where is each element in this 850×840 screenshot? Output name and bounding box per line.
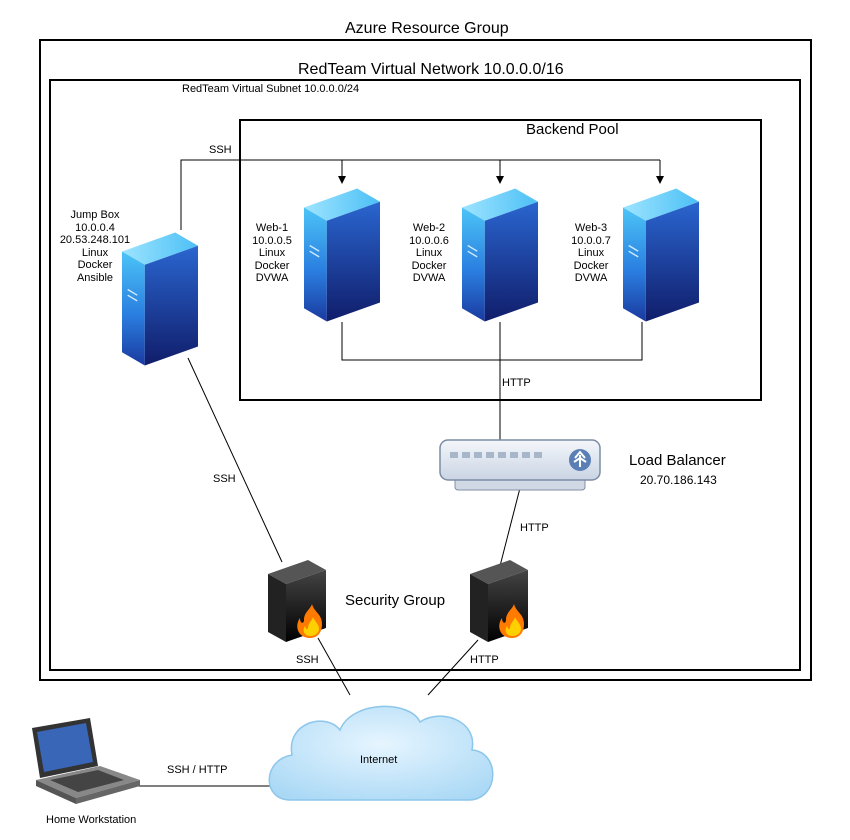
load-balancer-ip: 20.70.186.143 — [640, 473, 717, 487]
arrow-web1 — [338, 176, 346, 184]
security-group-firewall-right-icon — [470, 560, 528, 642]
web3-server-icon — [623, 187, 699, 323]
http-lb-fw-line — [499, 487, 521, 567]
ssh-jump-fw-line — [187, 357, 283, 563]
jump-box-label: Jump Box 10.0.0.4 20.53.248.101 Linux Do… — [59, 209, 131, 284]
resource-group-box — [39, 39, 812, 681]
resource-group-label: Azure Resource Group — [345, 20, 509, 37]
backend-pool-label: Backend Pool — [526, 121, 619, 138]
arrow-web3 — [656, 176, 664, 184]
vnet-box — [49, 79, 801, 671]
internet-label: Internet — [360, 754, 398, 766]
security-group-label: Security Group — [345, 592, 446, 609]
security-group-firewall-left-icon — [268, 560, 326, 642]
web3-label: Web-3 10.0.0.7 Linux Docker DVWA — [571, 222, 611, 284]
ssh-top-label: SSH — [209, 144, 232, 156]
home-workstation-laptop-icon — [32, 718, 140, 804]
web2-server-icon — [462, 187, 538, 323]
http-fw-internet-line — [427, 639, 479, 696]
home-workstation-label: Home Workstation — [46, 814, 137, 826]
ssh-bus-line — [180, 159, 660, 230]
internet-cloud-icon — [268, 705, 494, 801]
load-balancer-icon — [439, 439, 601, 491]
vnet-label: RedTeam Virtual Network 10.0.0.0/16 — [298, 61, 564, 78]
http-pool-lb-label: HTTP — [502, 377, 531, 389]
ssh-fw-internet-line — [317, 637, 351, 696]
web1-server-icon — [304, 187, 380, 323]
web1-label: Web-1 10.0.0.5 Linux Docker DVWA — [252, 222, 292, 284]
subnet-label: RedTeam Virtual Subnet 10.0.0.0/24 — [182, 83, 360, 95]
http-lb-fw-label: HTTP — [520, 522, 549, 534]
ssh-fw-internet-label: SSH — [296, 654, 319, 666]
ssh-http-home-label: SSH / HTTP — [167, 764, 228, 776]
arrow-web2 — [496, 176, 504, 184]
http-bus-line — [341, 322, 643, 361]
load-balancer-label: Load Balancer — [629, 452, 726, 469]
web2-label: Web-2 10.0.0.6 Linux Docker DVWA — [409, 222, 449, 284]
ssh-jump-fw-label: SSH — [213, 473, 236, 485]
http-fw-internet-label: HTTP — [470, 654, 499, 666]
